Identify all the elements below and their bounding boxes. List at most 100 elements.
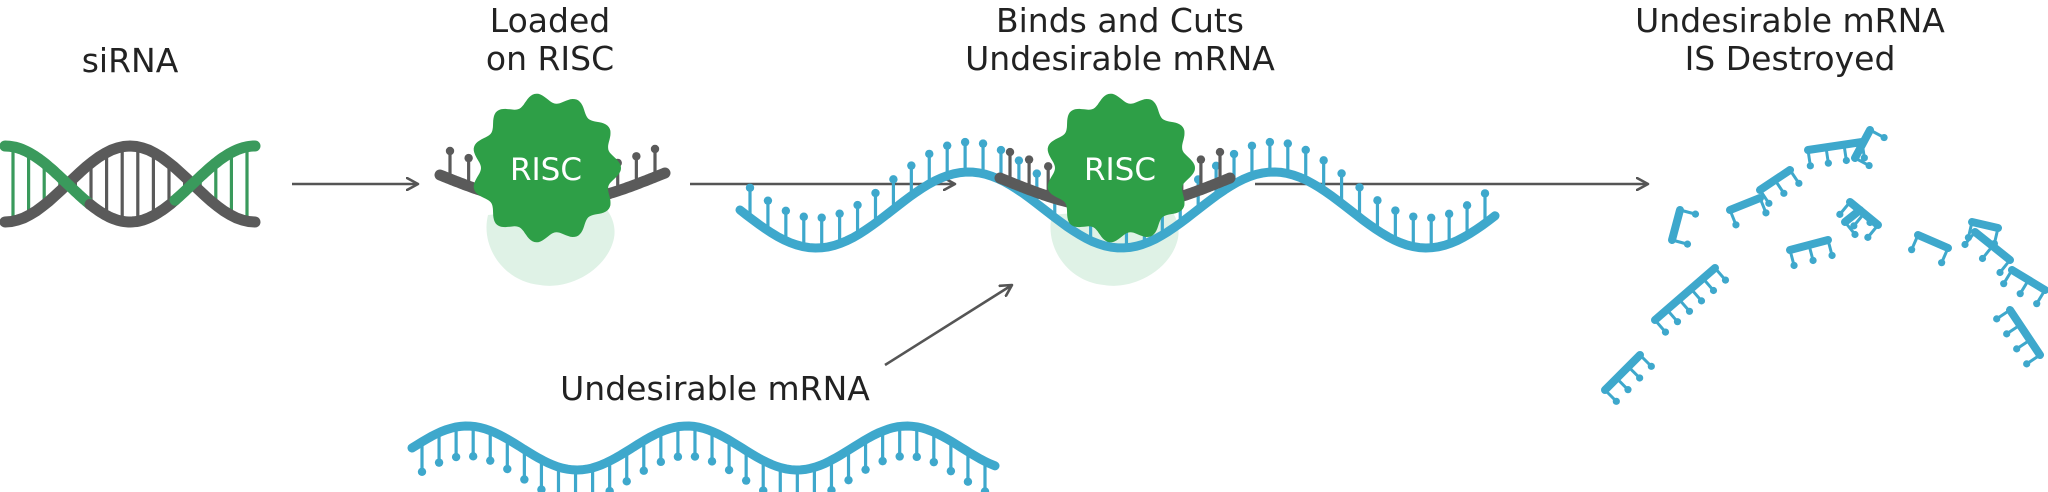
strand-base-tip <box>799 212 808 221</box>
fragment-base-tip <box>1864 233 1872 241</box>
helix-strand <box>0 140 96 210</box>
strand-base-tip <box>763 196 773 205</box>
fragment-base-tip <box>1851 230 1859 239</box>
fragment-base-tip <box>2000 280 2008 288</box>
fragment-base-tip <box>1683 240 1692 248</box>
fragment-strand <box>1914 231 1952 252</box>
fragment-base-tip <box>1780 189 1788 197</box>
risc-complex-icon: RISC <box>1047 93 1195 243</box>
fragment-base-tip <box>1836 210 1844 218</box>
strand-base-tip <box>853 200 862 210</box>
fragment-base-tip <box>1732 221 1740 229</box>
strand-base-tip <box>963 477 973 486</box>
mrna-input-label: Undesirable mRNA <box>560 369 870 408</box>
strand-base-tip <box>1337 169 1346 178</box>
strand-base-tip <box>1409 212 1418 221</box>
stage-title-destroyed: Undesirable mRNA IS Destroyed <box>1590 2 1990 78</box>
fragment-base-tip <box>1938 259 1946 267</box>
strand-base-tip <box>673 452 683 461</box>
fragment-base-tip <box>1978 254 1987 263</box>
fragment-base-tip <box>1697 297 1706 305</box>
strand-base-tip <box>639 466 648 475</box>
strand-base-tip <box>707 457 717 466</box>
strand-base-tip <box>895 452 904 461</box>
fragment-strand <box>2006 306 2044 359</box>
strand-base-tip <box>978 139 988 148</box>
strand-base-tip <box>434 458 444 467</box>
strand-base-tip <box>503 464 512 474</box>
fragment-strand <box>1651 264 1719 324</box>
strand-base-tip <box>1043 162 1053 171</box>
strand-base-tip <box>464 153 473 163</box>
strand-base-tip <box>1373 196 1382 205</box>
fragment-base-tip <box>1880 133 1888 142</box>
fragment-strand <box>1851 126 1874 162</box>
fragment-base-tip <box>1765 199 1773 207</box>
strand-base-tip <box>537 485 546 492</box>
fragment-icon <box>1668 206 1700 248</box>
risc-label: RISC <box>1084 152 1156 188</box>
stage-title-line: IS Destroyed <box>1684 39 1896 78</box>
strand-base-tip <box>632 152 641 161</box>
strand-base-tip <box>520 475 529 484</box>
helix-strand <box>169 140 261 206</box>
strand-base-tip <box>1301 145 1310 155</box>
fragment-strand <box>1601 351 1644 394</box>
strand-base-tip <box>835 209 844 218</box>
strand-base-tip <box>724 465 734 475</box>
stage-title-line: siRNA <box>81 41 179 80</box>
mrna-wave-icon <box>407 421 1000 492</box>
strand-base-tip <box>1024 155 1034 164</box>
fragment-base-tip <box>1996 268 2004 277</box>
strand-base-tip <box>817 213 826 222</box>
fragment-icon <box>2000 266 2048 308</box>
fragment-base-tip <box>1636 374 1644 382</box>
strand-base-tip <box>1014 156 1024 165</box>
strand-base-tip <box>445 146 455 156</box>
fragment-icon <box>1756 166 1803 207</box>
strand-base-tip <box>486 456 495 465</box>
strand-base-tip <box>745 183 755 192</box>
fragment-strand <box>1668 206 1684 244</box>
strand-base-tip <box>650 144 660 154</box>
strand-base-tip <box>1215 147 1225 157</box>
stage-title-binds: Binds and Cuts Undesirable mRNA <box>920 2 1320 78</box>
strand-base-tip <box>925 149 934 159</box>
fragment-icon <box>1993 306 2044 368</box>
fragment-base-tip <box>1850 222 1858 230</box>
fragment-icon <box>1726 194 1770 229</box>
fragment-base-tip <box>1828 251 1836 260</box>
fragment-icon <box>1851 126 1888 170</box>
fragment-strand <box>1968 218 2002 232</box>
fragment-strand <box>1726 194 1764 214</box>
strand-base-tip <box>656 457 666 467</box>
strand-base-tip <box>942 141 952 150</box>
fragment-base-tip <box>2013 345 2021 353</box>
strand-base-tip <box>980 487 990 492</box>
strand-base-tip <box>1032 169 1042 178</box>
strand <box>735 167 1500 253</box>
strand-base-tip <box>759 486 768 492</box>
strand-base-tip <box>871 188 880 198</box>
fragment-strand <box>1804 138 1866 154</box>
stage-title-loaded: Loaded on RISC <box>430 2 670 78</box>
fragment-base-tip <box>1762 209 1770 217</box>
fragment-base-tip <box>1842 156 1850 165</box>
fragment-base-tip <box>2016 290 2024 298</box>
strand-base-tip <box>690 452 700 461</box>
strand-base-tip <box>605 486 614 492</box>
strand-base-tip <box>451 452 461 462</box>
fragment-base-tip <box>1790 261 1798 270</box>
strand-base-tip <box>1005 147 1015 157</box>
strand-base-tip <box>1265 137 1275 147</box>
strand-base-tip <box>996 145 1006 155</box>
strand-base-tip <box>1391 206 1400 215</box>
helix-icon <box>0 140 261 228</box>
fragment-base-tip <box>1860 154 1868 162</box>
fragment-icon <box>1961 228 2014 277</box>
stage-title-line: Binds and Cuts <box>995 1 1244 40</box>
strand-base-tip <box>960 137 970 147</box>
strand-base-tip <box>1355 183 1364 192</box>
strand-base-tip <box>1283 139 1293 148</box>
